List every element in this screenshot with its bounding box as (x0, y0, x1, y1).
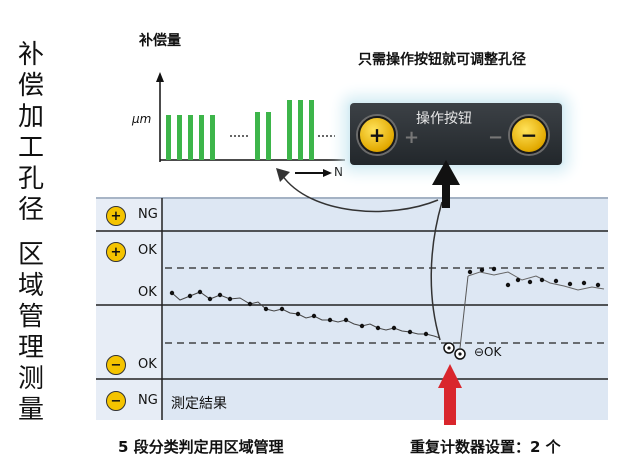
chart-bars (166, 100, 314, 160)
feedback-curve-to-chart (281, 174, 439, 213)
compensated-trend-line (467, 271, 605, 291)
compensation-chart-title: 补偿量 (139, 33, 181, 49)
red-arrow-head (438, 364, 462, 388)
bar-5 (210, 115, 215, 160)
zone-classification-caption: 5 段分类判定用区域管理 (118, 438, 284, 456)
bar-1 (166, 115, 171, 160)
bar-3 (188, 115, 193, 160)
chart-x-axis-label: N (334, 165, 343, 179)
bar-6 (255, 112, 260, 160)
red-arrow-shaft (444, 385, 456, 425)
bar-8 (287, 100, 292, 160)
chart-y-arrow (156, 72, 164, 82)
minus-ng-circle-icon: − (106, 391, 126, 411)
zone-label-plus-ok: OK (138, 243, 157, 258)
black-arrow-head (432, 160, 460, 185)
compensation-bar-chart (156, 72, 345, 177)
chart-n-arrow-head (323, 169, 332, 177)
bar-10 (309, 100, 314, 160)
measurement-result-label: 測定結果 (171, 396, 227, 412)
left-label-zone-measurement: 区域管理测量 (17, 240, 44, 425)
plus-knob-button[interactable]: + (358, 116, 396, 154)
zone-label-minus-ng: NG (138, 393, 158, 408)
measurement-trend-line (171, 291, 441, 339)
bar-9 (298, 100, 303, 160)
measurement-points (169, 289, 429, 337)
reset-ok-label: ⊖OK (474, 345, 502, 359)
left-label-compensation: 补偿加工孔径 (17, 40, 44, 225)
chart-y-axis-label: μm (132, 112, 152, 126)
feedback-curve-up (430, 201, 443, 341)
bar-7 (266, 112, 271, 160)
minus-knob-button[interactable]: − (510, 116, 548, 154)
zone-label-plus-ng: NG (138, 207, 158, 222)
compensation-jump-line (459, 275, 469, 349)
zone-label-column (96, 197, 162, 420)
plus-ok-circle-icon: + (106, 242, 126, 262)
plus-ng-circle-icon: + (106, 206, 126, 226)
operation-panel-caption: 只需操作按钮就可调整孔径 (358, 52, 526, 68)
repeat-counter-caption: 重复计数器设置：2 个 (410, 438, 561, 456)
operation-panel: + + 操作按钮 − − (350, 103, 562, 165)
zone-label-center-ok: OK (138, 285, 157, 300)
compensated-points (467, 266, 601, 288)
black-arrow-shaft (442, 183, 450, 208)
bar-4 (199, 115, 204, 160)
zone-management-area (96, 197, 608, 420)
zone-label-minus-ok: OK (138, 357, 157, 372)
plus-small-icon: + (404, 127, 420, 148)
bar-2 (177, 115, 182, 160)
operation-button-label: 操作按钮 (416, 111, 472, 127)
minus-small-icon: − (488, 127, 504, 148)
minus-ok-circle-icon: − (106, 355, 126, 375)
feedback-arrow-head (276, 168, 290, 182)
